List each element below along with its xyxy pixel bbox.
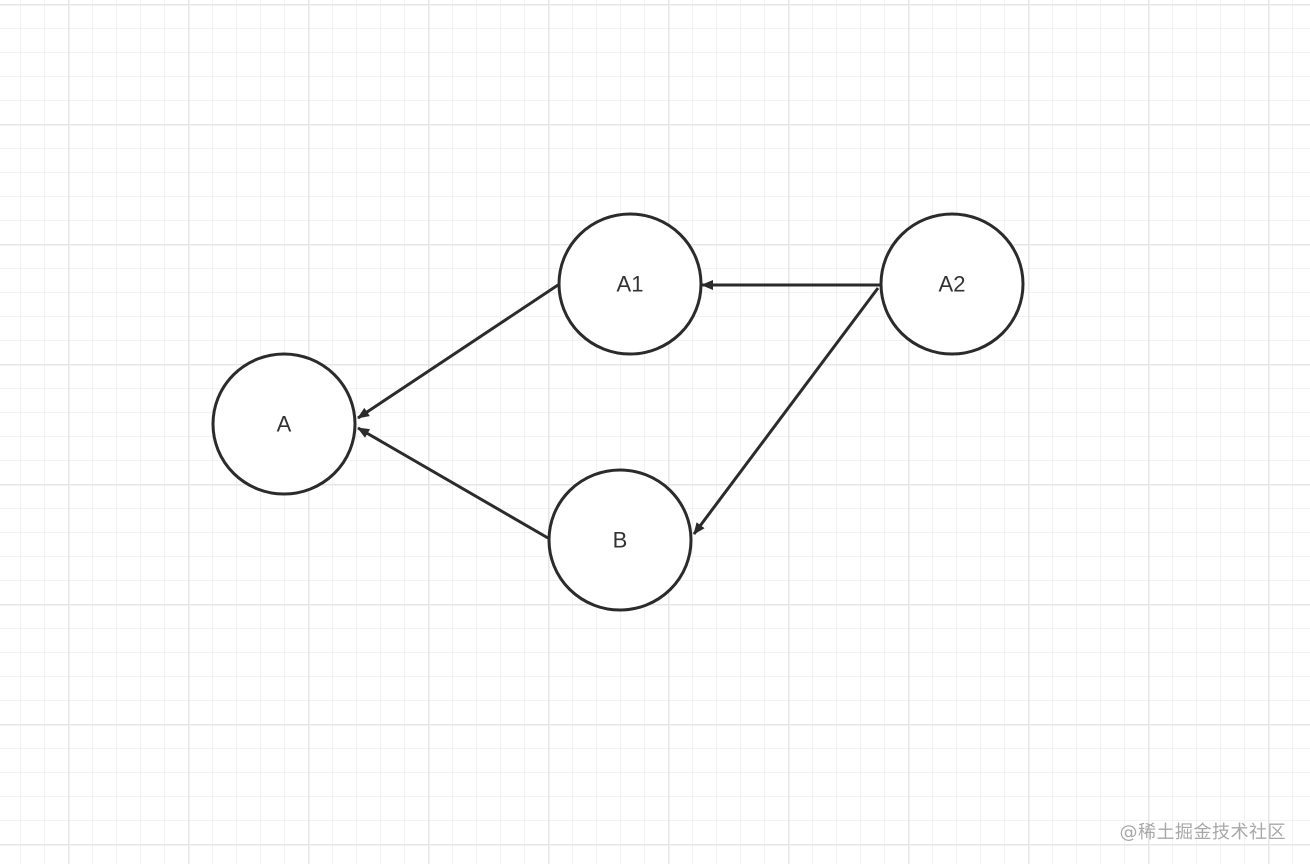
- node-a-circle: [211, 352, 357, 496]
- edge-b-to-a: [357, 426, 549, 540]
- node-a-label: A: [277, 412, 292, 437]
- watermark-text: @稀土掘金技术社区: [1119, 822, 1286, 843]
- node-a1-circle: [557, 212, 703, 356]
- node-b-circle: [547, 468, 693, 612]
- node-a2-circle: [879, 212, 1025, 356]
- node-a1-label: A1: [617, 272, 644, 297]
- node-b-label: B: [613, 528, 628, 553]
- node-a1: A1: [557, 212, 703, 356]
- nodes-layer: A A1 A2B: [211, 212, 1025, 612]
- node-a: A: [211, 352, 357, 496]
- node-a2-label: A2: [939, 272, 966, 297]
- edge-a1-to-a: [357, 283, 559, 420]
- edges-layer: [357, 280, 880, 540]
- edge-a2-to-b: [692, 287, 880, 535]
- node-a2: A2: [879, 212, 1025, 356]
- node-b: B: [547, 468, 693, 612]
